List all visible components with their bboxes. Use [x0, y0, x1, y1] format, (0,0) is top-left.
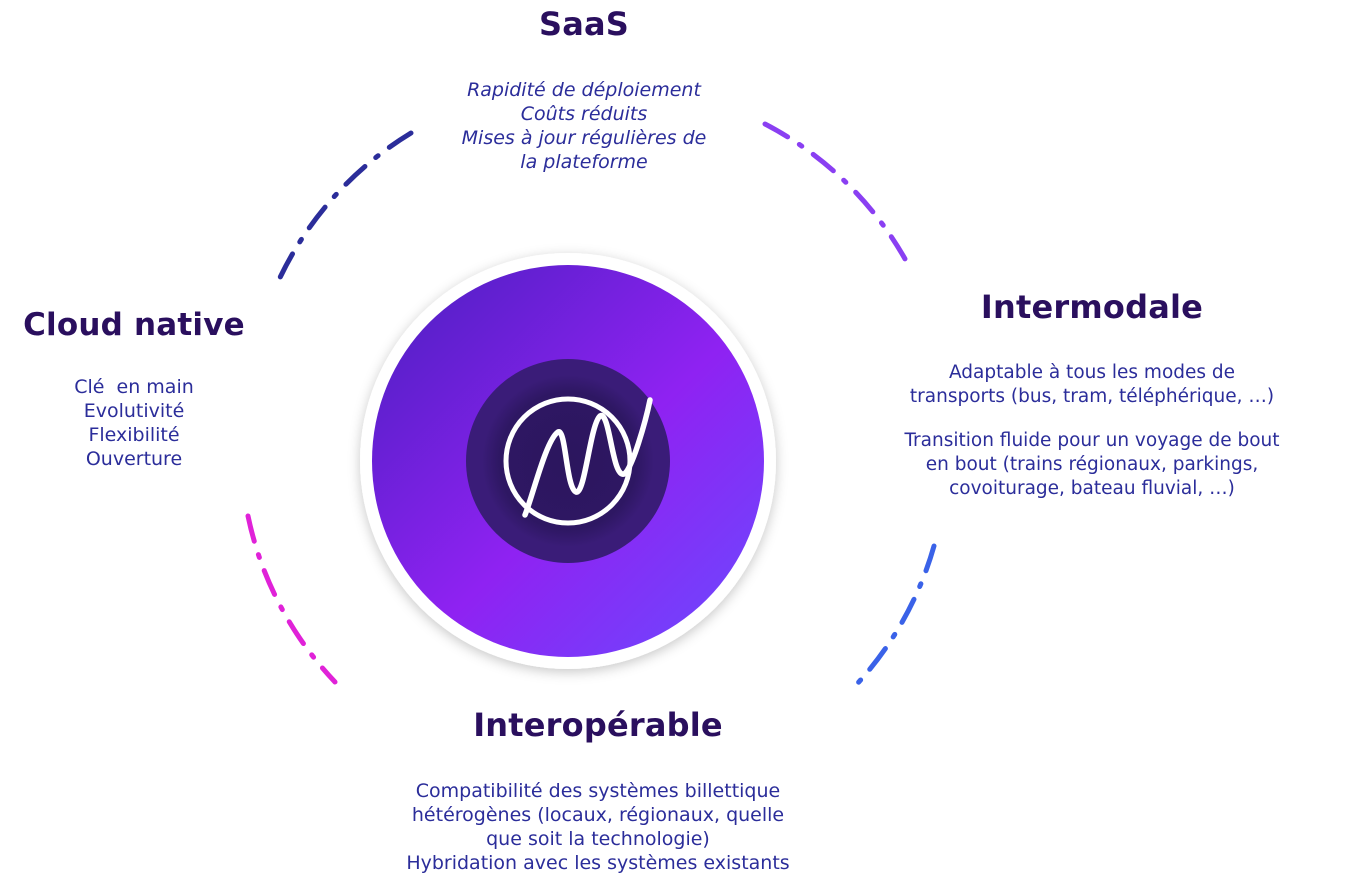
text-line: Ouverture: [85, 448, 183, 470]
text-line: en bout (trains régionaux, parkings,: [925, 454, 1259, 475]
text-line: Transition fluide pour un voyage de bout: [904, 430, 1280, 451]
section-body-intermodale: Adaptable à tous les modes de transports…: [842, 361, 1342, 501]
section-body-interoperable: Compatibilité des systèmes billettique h…: [358, 779, 838, 875]
section-intermodale: Intermodale Adaptable à tous les modes d…: [842, 287, 1342, 501]
section-cloud-native: Cloud native Clé en main Evolutivité Fle…: [0, 305, 268, 471]
text-line: transports (bus, tram, téléphérique, …): [909, 386, 1275, 407]
arc-top-left: [274, 130, 414, 287]
section-title-intermodale: Intermodale: [980, 288, 1204, 326]
arc-top-right: [762, 121, 913, 271]
section-title-cloud-native: Cloud native: [23, 307, 245, 343]
text-line: Flexibilité: [88, 424, 180, 446]
arc-bottom-right: [854, 543, 937, 687]
text-line: Coûts réduits: [520, 103, 648, 125]
section-title-interoperable: Interopérable: [473, 706, 723, 744]
text-line: Hybridation avec les systèmes existants: [406, 852, 790, 874]
text-line: covoiturage, bateau fluvial, …): [949, 478, 1235, 499]
section-title-saas: SaaS: [538, 5, 630, 43]
text-line: hétérogènes (locaux, régionaux, quelle: [411, 804, 785, 826]
text-line: Adaptable à tous les modes de: [948, 362, 1236, 383]
section-body-cloud-native: Clé en main Evolutivité Flexibilité Ouve…: [0, 375, 268, 471]
text-line: Mises à jour régulières de: [461, 127, 707, 149]
paragraph-gap: [842, 409, 1342, 429]
text-line: Rapidité de déploiement: [467, 79, 701, 101]
text-line: Clé en main: [74, 376, 194, 398]
section-interoperable: Interopérable Compatibilité des systèmes…: [358, 705, 838, 875]
text-line: Compatibilité des systèmes billettique: [415, 780, 781, 802]
text-line: la plateforme: [520, 151, 648, 173]
text-line: que soit la technologie): [486, 828, 710, 850]
arc-bottom-left: [245, 513, 338, 685]
section-body-saas: Rapidité de déploiement Coûts réduits Mi…: [394, 78, 774, 174]
text-line: Evolutivité: [83, 400, 185, 422]
section-saas: SaaS Rapidité de déploiement Coûts rédui…: [394, 4, 774, 174]
wave-logo-icon: [503, 396, 653, 526]
